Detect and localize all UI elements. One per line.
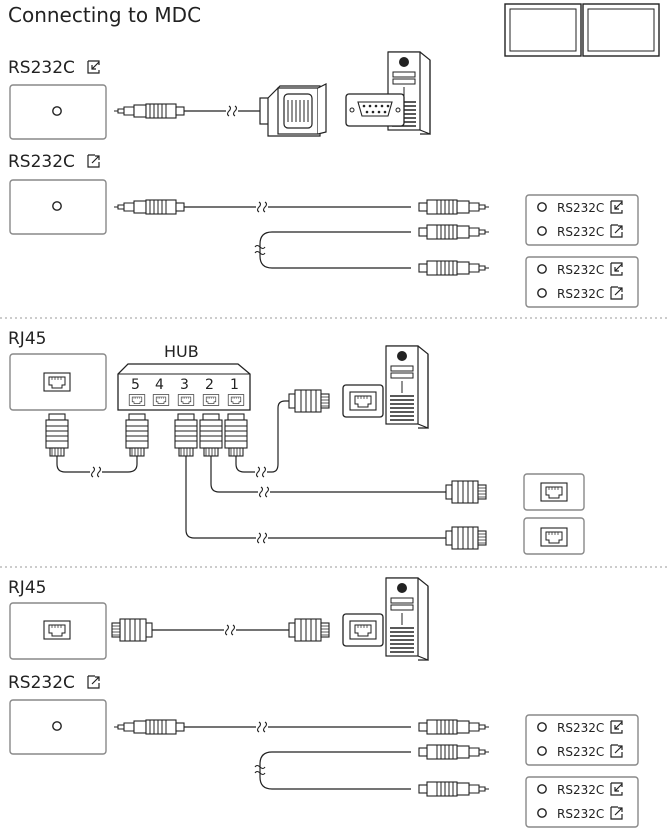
section-label-rs232c-in: RS232C: [8, 58, 75, 78]
section-label-rs232c-out: RS232C: [8, 673, 75, 693]
port-label-in: RS232C: [557, 783, 604, 797]
port-label-in: RS232C: [557, 263, 604, 277]
hub-port-numbers: 5 4 3 2 1: [131, 377, 239, 393]
hub-port-number: 5: [131, 377, 140, 393]
rj45-plug-icon: [125, 413, 149, 457]
rj45-plug-icon: [45, 413, 69, 457]
pc-tower-icon: [385, 577, 429, 661]
cable-break-icon: [224, 624, 236, 636]
rj45-plug-icon: [445, 480, 487, 504]
serial-port-icon: [345, 93, 405, 127]
section-label-rj45-hub: RJ45: [8, 329, 46, 349]
hub-port-number: 2: [205, 377, 214, 393]
port-label-box: RS232C RS232C: [525, 776, 639, 828]
stereo-jack-icon: [419, 200, 489, 214]
pc-tower-icon: [385, 345, 429, 429]
section-label-rj45-direct: RJ45: [8, 578, 46, 598]
rj45-plug-icon: [174, 413, 198, 457]
rj45-port-icon: [342, 384, 384, 418]
cable-break-icon: [226, 105, 238, 117]
port-label-out: RS232C: [557, 807, 604, 821]
rs232c-port-icon: [52, 201, 62, 211]
hub-port-number: 1: [230, 377, 239, 393]
hub-label: HUB: [164, 342, 199, 361]
rj45-plug-icon: [224, 413, 248, 457]
rs232c-port-icon: [52, 106, 62, 116]
monitor-icon: [504, 3, 582, 57]
port-label-in: RS232C: [557, 201, 604, 215]
rj45-plug-icon: [288, 389, 330, 413]
rj45-port-icon: [540, 482, 568, 502]
rj45-plug-icon: [288, 618, 330, 642]
rs232c-out-icon: [87, 675, 100, 689]
rj45-port-icon: [540, 527, 568, 547]
stereo-jack-icon: [419, 261, 489, 275]
stereo-jack-icon: [419, 782, 489, 796]
port-label-out: RS232C: [557, 287, 604, 301]
page-title: Connecting to MDC: [8, 3, 201, 27]
rj45-plug-icon: [445, 526, 487, 550]
cable-break-icon: [256, 532, 268, 544]
stereo-jack-icon: [113, 103, 185, 119]
rs232c-port-icon: [52, 721, 62, 731]
rs232c-out-icon: [87, 154, 100, 168]
section-label-rs232c-out: RS232C: [8, 152, 75, 172]
cable-break-icon: [256, 721, 268, 733]
port-label-in: RS232C: [557, 721, 604, 735]
hub-port-number: 4: [155, 377, 164, 393]
rs232c-in-icon: [87, 60, 100, 74]
monitor-icon: [582, 3, 660, 57]
stereo-jack-icon: [419, 745, 489, 759]
d-sub-adapter-icon: [259, 83, 327, 137]
stereo-jack-icon: [419, 225, 489, 239]
cable-break-icon: [258, 486, 270, 498]
cable-break-icon: [256, 201, 268, 213]
cable-break-icon: [90, 466, 102, 478]
rj45-plug-icon: [199, 413, 223, 457]
stereo-jack-icon: [113, 719, 185, 735]
rj45-port-icon: [43, 620, 71, 640]
port-label-out: RS232C: [557, 225, 604, 239]
port-label-box: RS232C RS232C: [525, 714, 639, 766]
port-label-box: RS232C RS232C: [525, 256, 639, 308]
rj45-port-icon: [342, 613, 384, 647]
port-label-out: RS232C: [557, 745, 604, 759]
port-label-box: RS232C RS232C: [525, 194, 639, 246]
rj45-plug-icon: [112, 619, 152, 641]
rj45-port-icon: [43, 372, 71, 392]
stereo-jack-icon: [419, 720, 489, 734]
cable-break-icon: [255, 466, 267, 478]
stereo-jack-icon: [113, 199, 185, 215]
hub-port-number: 3: [180, 377, 189, 393]
